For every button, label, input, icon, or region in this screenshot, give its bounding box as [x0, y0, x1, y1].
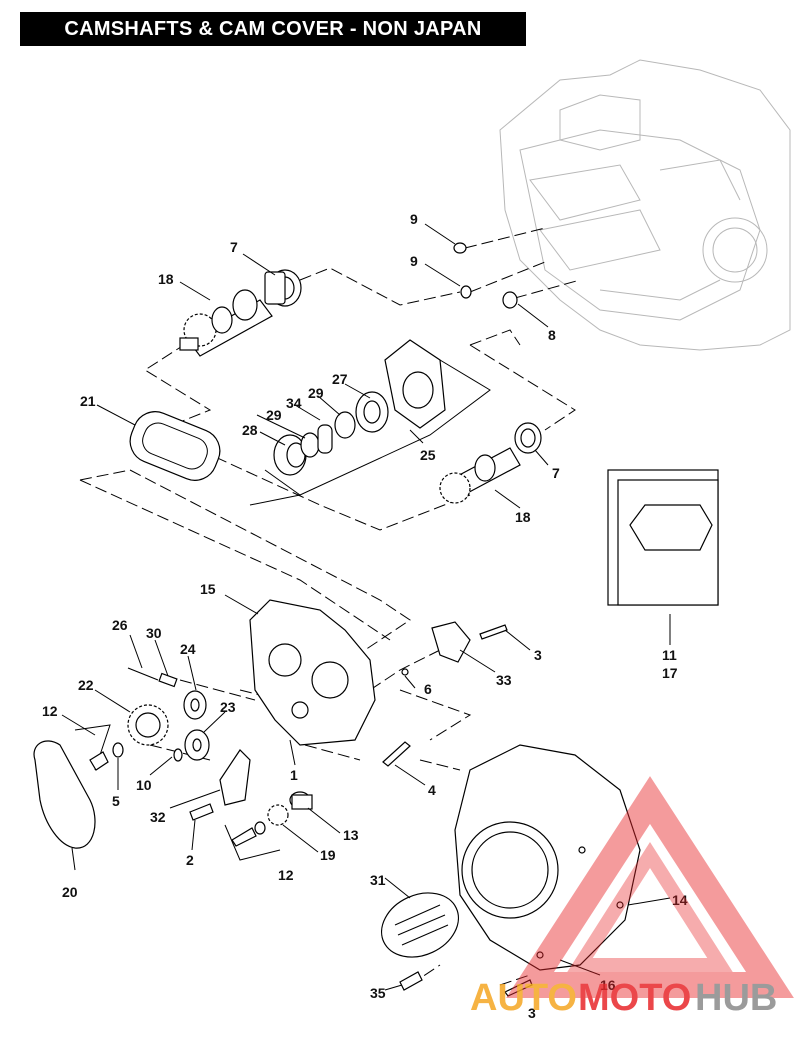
- callout-15: 15: [200, 581, 216, 597]
- washer-23: [184, 729, 210, 761]
- callout-4: 4: [428, 782, 436, 798]
- callout-leaders: [61, 223, 671, 991]
- callout-27: 27: [332, 371, 348, 387]
- bearing-7-lower: [514, 422, 542, 454]
- camshaft-18-lower: [439, 447, 521, 504]
- callout-23: 23: [220, 699, 236, 715]
- callout-12-left: 12: [42, 703, 58, 719]
- spacer-29-left: [300, 432, 320, 458]
- callout-6: 6: [424, 681, 432, 697]
- primary-cam-chain-20: [33, 740, 96, 849]
- callout-labels: 7 18 9 9 8 27 29 34 29 28 25 7 18 21 11 …: [42, 211, 688, 1021]
- callout-30: 30: [146, 625, 162, 641]
- washer-24: [183, 690, 207, 720]
- callout-28: 28: [242, 422, 258, 438]
- callout-9-upper: 9: [410, 211, 418, 227]
- bushing-13: [289, 791, 313, 810]
- callout-19: 19: [320, 847, 336, 863]
- spring-26: [127, 667, 159, 681]
- bolt-12-lower: [231, 827, 257, 847]
- cam-support-plate-25: [384, 339, 446, 429]
- callout-14: 14: [672, 892, 688, 908]
- callout-29-left: 29: [266, 407, 282, 423]
- callout-9-lower: 9: [410, 253, 418, 269]
- crankcase-outline: [499, 59, 791, 351]
- chain-tensioner-33: [431, 621, 471, 663]
- bearing-28: [273, 434, 307, 476]
- callout-16: 16: [600, 977, 616, 993]
- gasket-kit-box: GENUINE HARLEY-DAVIDSON MOTOR PARTS: [607, 469, 719, 606]
- kit-logo-line2: HARLEY-DAVIDSON: [649, 526, 696, 532]
- callout-1: 1: [290, 767, 298, 783]
- bearing-27: [355, 391, 389, 433]
- callout-2: 2: [186, 852, 194, 868]
- callout-7-upper: 7: [230, 239, 238, 255]
- callout-7-lower: 7: [552, 465, 560, 481]
- cam-cover-16: [454, 744, 641, 971]
- watermark-auto: AUTO: [470, 977, 577, 1019]
- o-ring-9-lower: [460, 285, 472, 299]
- bolt-12-left: [89, 751, 109, 771]
- kit-logo-line3: MOTOR PARTS: [654, 540, 691, 546]
- watermark-hub: HUB: [695, 977, 777, 1019]
- washer-12-lower: [254, 821, 266, 835]
- dowel-6: [401, 668, 409, 676]
- callout-10: 10: [136, 777, 152, 793]
- chain-tensioner-32: [219, 749, 251, 806]
- retaining-ring-10: [173, 748, 183, 762]
- callout-8: 8: [548, 327, 556, 343]
- cam-plate-15: [249, 599, 376, 746]
- callout-20: 20: [62, 884, 78, 900]
- callout-22: 22: [78, 677, 94, 693]
- callout-11: 11: [662, 647, 677, 663]
- callout-35: 35: [370, 985, 386, 1001]
- washer-5: [112, 742, 124, 758]
- bearing-7-upper: [264, 269, 302, 307]
- callout-3-lower: 3: [528, 1005, 536, 1021]
- screw-3-lower: [504, 979, 533, 997]
- retaining-ring-34: [317, 424, 333, 454]
- callout-33: 33: [496, 672, 512, 688]
- callout-3-upper: 3: [534, 647, 542, 663]
- kit-logo-line1: GENUINE: [658, 513, 685, 519]
- callout-18-lower: 18: [515, 509, 531, 525]
- o-ring-8: [502, 291, 518, 309]
- callout-31: 31: [370, 872, 386, 888]
- callout-5: 5: [112, 793, 120, 809]
- spacer-29-right: [334, 411, 356, 439]
- callout-25: 25: [420, 447, 436, 463]
- sprocket-19: [267, 804, 289, 826]
- cover-31: [380, 892, 460, 958]
- o-ring-9-upper: [453, 242, 467, 254]
- screw-3-upper: [479, 624, 508, 640]
- callout-32: 32: [150, 809, 166, 825]
- callout-13: 13: [343, 827, 359, 843]
- automotohub-watermark: AUTO MOTO HUB: [470, 776, 794, 1019]
- screw-2: [189, 803, 214, 821]
- callout-24: 24: [180, 641, 196, 657]
- pin-30: [158, 672, 178, 688]
- secondary-cam-chain-21: [129, 411, 221, 481]
- callout-34: 34: [286, 395, 302, 411]
- callout-21: 21: [80, 393, 96, 409]
- watermark-moto: MOTO: [578, 977, 691, 1019]
- camshaft-18-upper: [179, 289, 273, 357]
- screw-35: [399, 971, 423, 991]
- callout-29-right: 29: [308, 385, 324, 401]
- sprocket-22: [127, 704, 169, 746]
- callout-18-upper: 18: [158, 271, 174, 287]
- callout-17: 17: [662, 665, 678, 681]
- callout-26: 26: [112, 617, 128, 633]
- diagram-title: CAMSHAFTS & CAM COVER - NON JAPAN: [20, 12, 526, 46]
- screw-4: [382, 741, 411, 767]
- callout-12-lower: 12: [278, 867, 294, 883]
